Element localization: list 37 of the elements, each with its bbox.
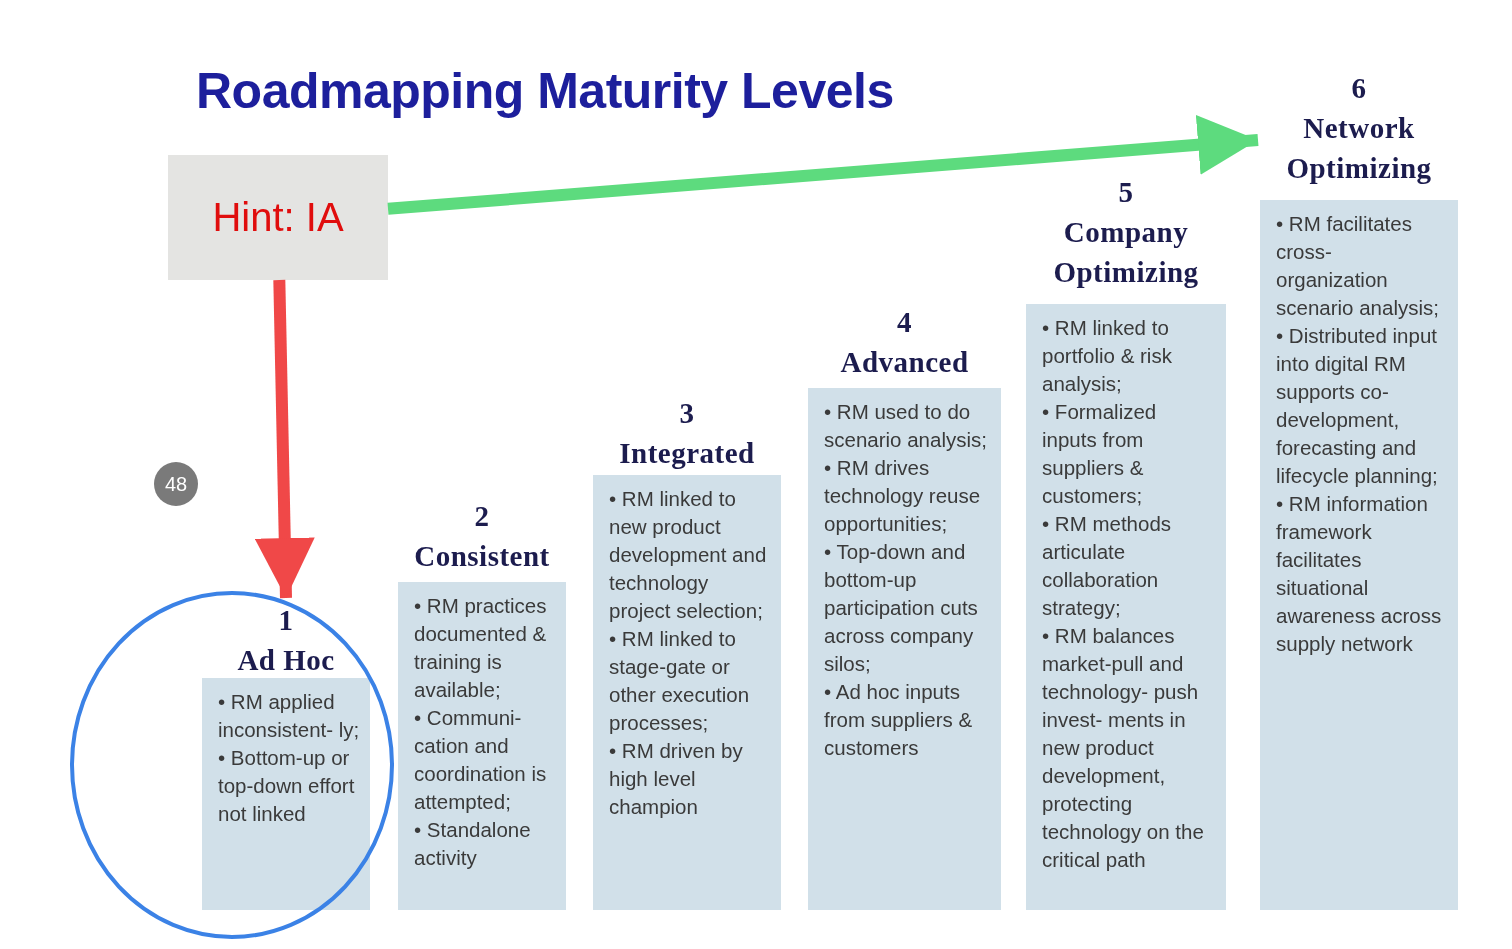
bullet-text: • RM linked to stage-gate or other execution processes;: [609, 626, 751, 736]
arrow: [254, 279, 315, 599]
level-number: 6: [1350, 71, 1368, 106]
bullet-text: • RM information framework facilitates situational awareness across supply network: [1276, 491, 1443, 657]
level-heading: Ad Hoc: [236, 643, 336, 678]
hint-box: [168, 155, 388, 280]
level-number: 5: [1117, 175, 1135, 210]
bullet-text: • RM drives technology reuse opportunities;: [824, 455, 982, 537]
level-heading: Network Optimizing: [1285, 111, 1433, 186]
level-number: 1: [277, 603, 295, 638]
level-heading: Integrated: [618, 436, 756, 471]
bullet-text: • Bottom-up or top-down effort not linked: [218, 745, 356, 827]
level-heading: Advanced: [839, 345, 970, 380]
bullet-text: • Standalone activity: [414, 817, 532, 871]
number-badge: 48: [154, 462, 198, 506]
bullet-text: • RM applied inconsistent- ly;: [218, 689, 360, 743]
level-number: 2: [473, 499, 491, 534]
bullet-text: • RM facilitates cross- organization scenario analysis;: [1276, 211, 1440, 321]
level-heading: Company Optimizing: [1052, 215, 1200, 290]
bullet-text: • RM driven by high level champion: [609, 738, 744, 820]
bullet-text: • RM linked to portfolio & risk analysis;: [1042, 315, 1173, 397]
bullet-text: • RM balances market-pull and technology- push invest- ments in new product development, protecting technology on the critical path: [1042, 623, 1205, 873]
bullet-text: • Top-down and bottom-up participation cuts across company silos;: [824, 539, 979, 677]
bullet-text: • RM used to do scenario analysis;: [824, 399, 988, 453]
bullet-text: • RM practices documented & training is available;: [414, 593, 548, 703]
bullet-text: • Formalized inputs from suppliers & customers;: [1042, 399, 1158, 509]
title: Roadmapping Maturity Levels: [196, 62, 894, 120]
bullet-text: • Ad hoc inputs from suppliers & customers: [824, 679, 974, 761]
level-number: 4: [896, 305, 913, 340]
level-heading: Consistent: [413, 539, 551, 574]
bullet-text: • RM methods articulate collaboration strategy;: [1042, 511, 1173, 621]
hint-text: Hint: IA: [212, 195, 344, 240]
bullet-text: • RM linked to new product development and technology project selection;: [609, 486, 768, 624]
bullet-text: • Distributed input into digital RM supports co- development, forecasting and lifecycle planning;: [1276, 323, 1439, 489]
arrow: [387, 114, 1259, 215]
bullet-text: • Communi- cation and coordination is attempted;: [414, 705, 548, 815]
level-number: 3: [678, 396, 696, 431]
